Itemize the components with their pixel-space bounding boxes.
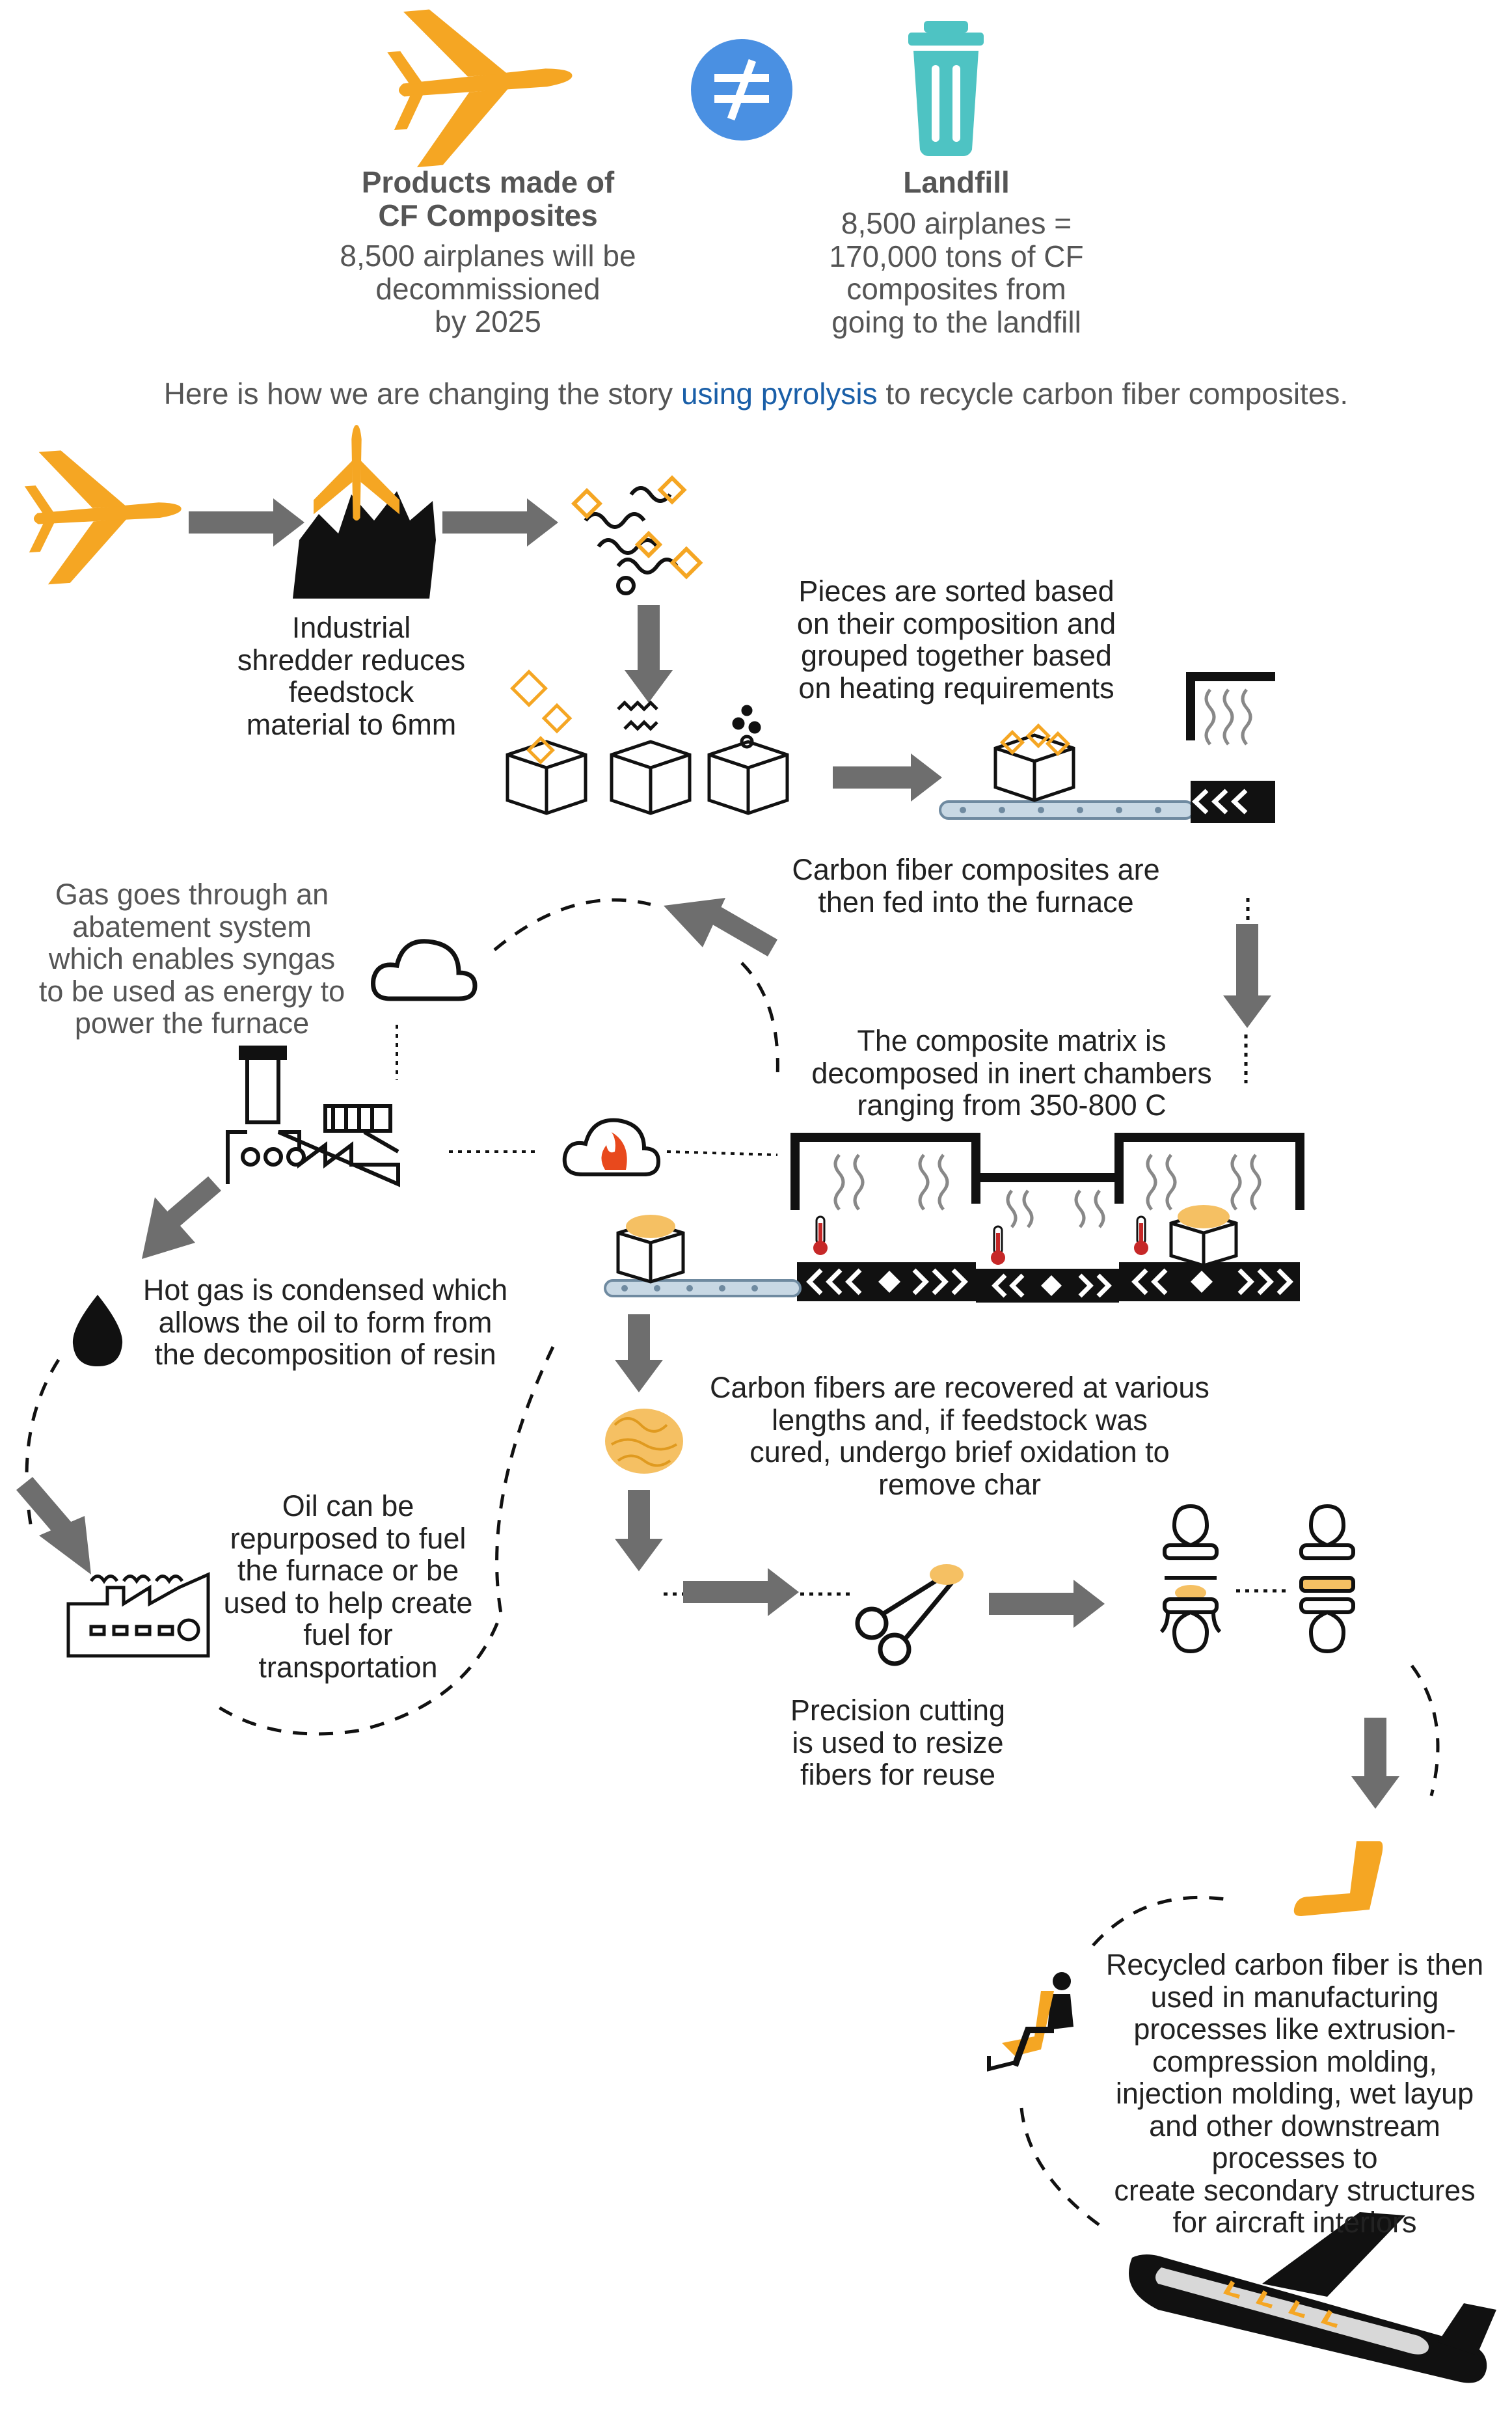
scissors-icon	[855, 1564, 964, 1666]
step-recover-text: Carbon fibers are recovered at various l…	[710, 1371, 1209, 1501]
trash-can-icon	[908, 21, 984, 156]
fuel-factory-icon	[66, 1572, 210, 1658]
sorting-boxes-icon	[506, 669, 789, 815]
step-gas-text: Gas goes through an abatement system whi…	[38, 878, 345, 1040]
flow-arrow	[664, 898, 777, 956]
step-cutting-text: Precision cutting is used to resize fibe…	[790, 1694, 1006, 1791]
furnace-icon	[790, 1133, 1304, 1303]
step-condense-text: Hot gas is condensed which allows the oi…	[142, 1273, 508, 1371]
header-left-title: Products made of CF Composites	[361, 165, 615, 232]
flow-arrow	[16, 1477, 91, 1575]
aircraft-seat-icon	[1293, 1841, 1383, 1916]
flow-arrow	[833, 753, 942, 802]
flow-arrow	[683, 1568, 799, 1616]
flow-arrow	[142, 1176, 221, 1259]
flow-arrow	[442, 498, 558, 547]
step-recycled-text: Recycled carbon fiber is then used in ma…	[1105, 1948, 1484, 2239]
airplane-icon	[24, 450, 182, 585]
step-furnace-feed-text: Carbon fiber composites are then fed int…	[792, 853, 1160, 919]
flow-arrow	[1223, 924, 1271, 1028]
aircraft-cabin-icon	[1129, 2212, 1496, 2383]
oil-drop-icon	[72, 1295, 123, 1366]
not-equal-icon	[691, 39, 792, 141]
header-right-title: Landfill	[903, 165, 1010, 199]
step-decompose-text: The composite matrix is decomposed in in…	[811, 1024, 1212, 1122]
airplane-icon	[387, 9, 573, 168]
header-left-body: 8,500 airplanes will be decommissioned b…	[340, 239, 636, 339]
cloud-fire-icon	[562, 1118, 661, 1176]
furnace-icon	[1186, 672, 1275, 823]
fiber-bundle-icon	[605, 1409, 683, 1474]
flow-arrow	[625, 605, 673, 703]
intro-link[interactable]: using pyrolysis	[681, 377, 878, 411]
conveyor-icon	[604, 1215, 802, 1297]
press-mold-icon	[1159, 1504, 1355, 1654]
step-sorting-text: Pieces are sorted based on their composi…	[796, 575, 1116, 705]
flow-arrow	[1351, 1718, 1399, 1809]
flow-arrow	[189, 498, 304, 547]
flow-arrow	[615, 1314, 663, 1392]
intro-before: Here is how we are changing the story	[163, 377, 681, 411]
cloud-icon	[371, 939, 478, 1001]
shredder-icon	[293, 424, 436, 599]
step-oil-text: Oil can be repurposed to fuel the furnac…	[223, 1489, 473, 1684]
flow-arrow	[989, 1580, 1105, 1628]
flow-arrow	[615, 1490, 663, 1571]
factory-icon	[226, 1046, 400, 1187]
step-shredder-text: Industrial shredder reduces feedstock ma…	[237, 611, 466, 741]
fiber-pieces-icon	[571, 475, 703, 595]
header-right-body: 8,500 airplanes = 170,000 tons of CF com…	[829, 206, 1084, 339]
intro-after: to recycle carbon fiber composites.	[877, 377, 1349, 411]
passenger-icon	[987, 1972, 1073, 2072]
conveyor-icon	[939, 723, 1195, 820]
intro-sentence: Here is how we are changing the story us…	[0, 376, 1512, 411]
